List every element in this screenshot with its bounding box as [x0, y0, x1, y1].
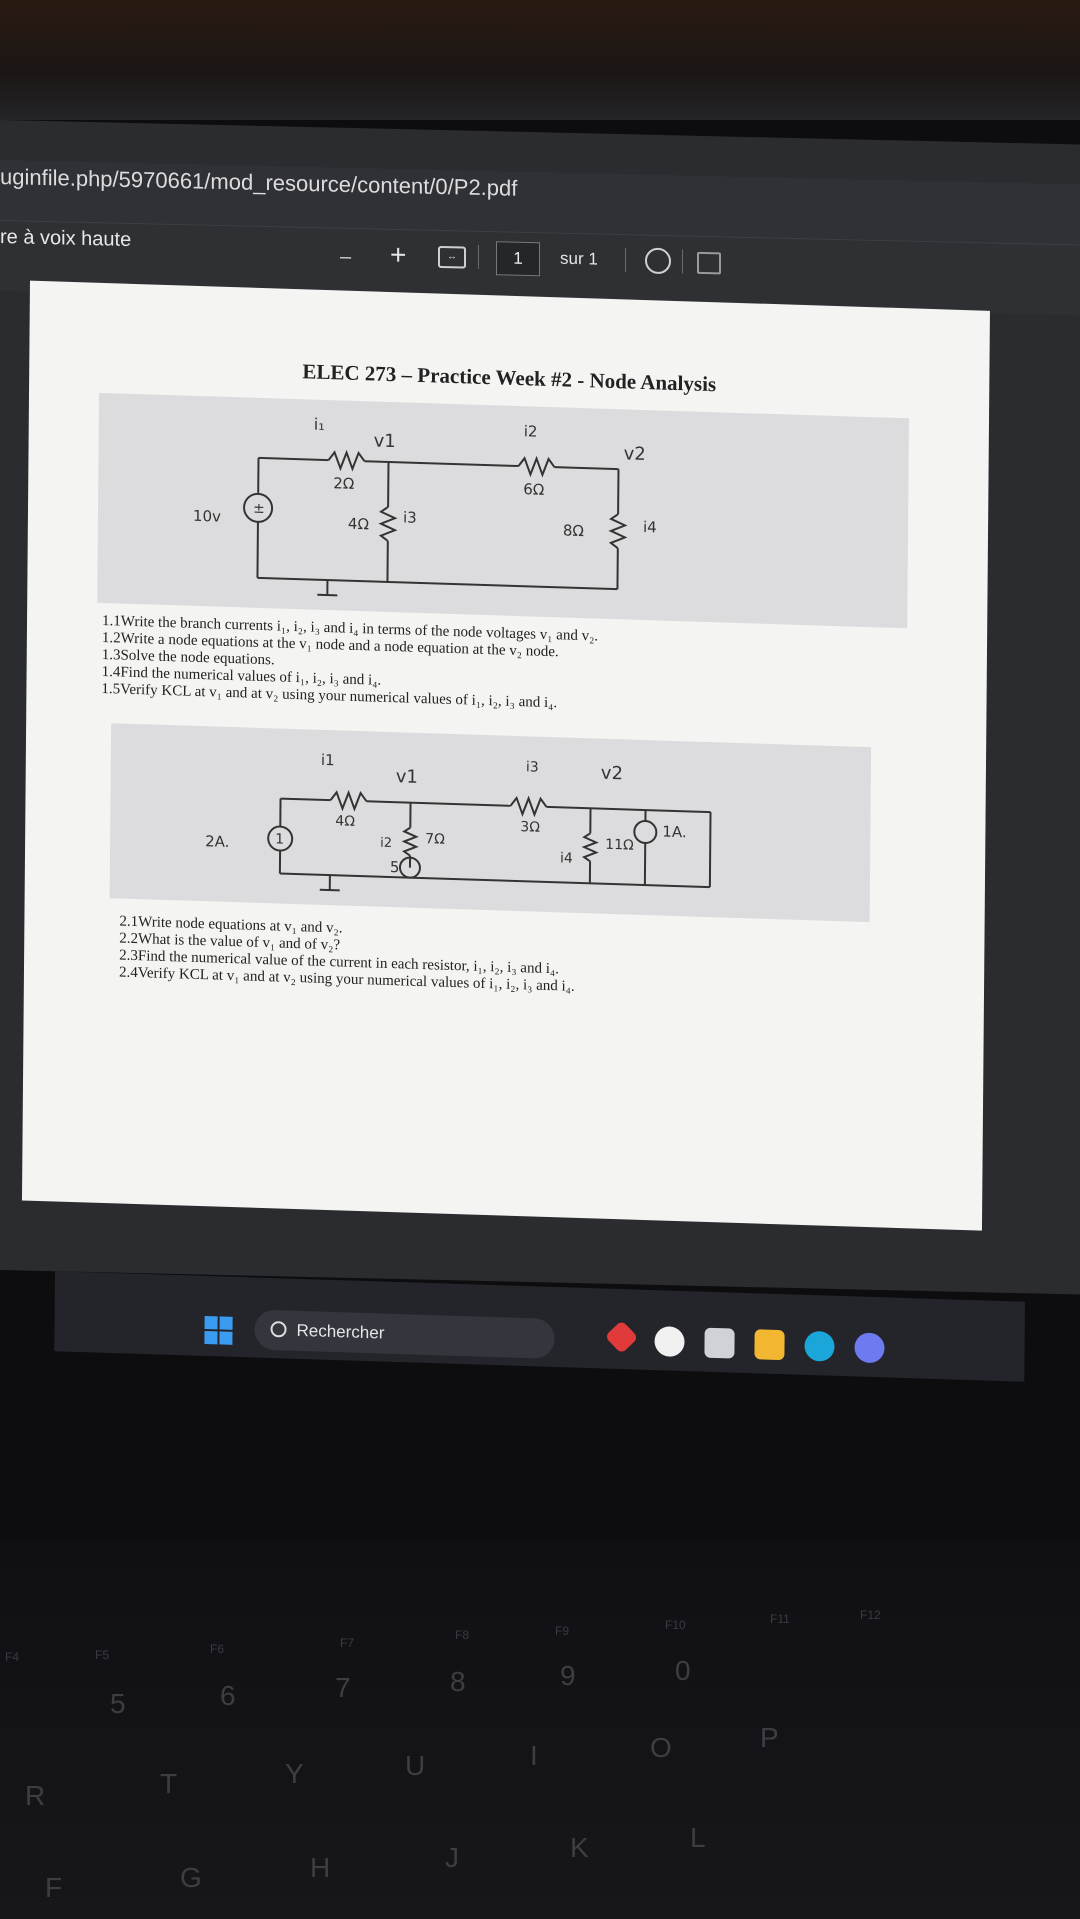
key-f10[interactable]: F10	[665, 1618, 686, 1632]
key-f9[interactable]: F9	[555, 1624, 570, 1638]
c2-source-mid-label: 5	[390, 858, 400, 876]
c2-i1-label: i1	[321, 751, 335, 769]
key-r[interactable]: R	[25, 1780, 46, 1811]
page-view-icon[interactable]	[697, 251, 721, 275]
circuit-2-drawing: 1 2A. i1 4Ω v1 7Ω i2 5 i3 3Ω v2 i4 11Ω 1…	[205, 751, 712, 892]
key-f4[interactable]: F4	[5, 1650, 20, 1664]
c1-v2-label: v2	[624, 443, 646, 465]
search-icon	[270, 1321, 287, 1338]
c1-source-label: 10v	[193, 507, 221, 526]
zoom-in-button[interactable]: +	[390, 238, 407, 271]
c2-r4-label: 11Ω	[605, 837, 634, 854]
key-f7[interactable]: F7	[340, 1636, 355, 1650]
key-u[interactable]: U	[405, 1750, 426, 1781]
app-icon[interactable]	[604, 1320, 639, 1355]
c2-v1-label: v1	[396, 766, 418, 788]
c1-i3-label: i3	[403, 508, 417, 526]
key-g[interactable]: G	[180, 1862, 202, 1893]
c2-v2-label: v2	[601, 763, 623, 785]
key-8[interactable]: 8	[450, 1666, 466, 1697]
key-6[interactable]: 6	[220, 1680, 236, 1711]
c2-r1-label: 4Ω	[335, 813, 355, 830]
c1-r4-label: 8Ω	[563, 521, 584, 540]
key-f12[interactable]: F12	[860, 1608, 881, 1622]
c2-i3-label: i3	[526, 759, 539, 775]
file-explorer-icon[interactable]	[754, 1329, 785, 1361]
voltage-source-sign: ±	[253, 501, 265, 517]
search-placeholder: Rechercher	[296, 1320, 385, 1343]
discord-icon[interactable]	[854, 1332, 885, 1364]
key-f[interactable]: F	[45, 1872, 63, 1903]
taskbar: Rechercher	[54, 1271, 1025, 1382]
keyboard: F4 F5 F6 F7 F8 F9 F10 F11 F12 5 6 7 8 9 …	[0, 1540, 1080, 1919]
monitor-screen: uginfile.php/5970661/mod_resource/conten…	[0, 120, 1080, 1382]
key-l[interactable]: L	[690, 1822, 706, 1853]
c1-r1-label: 2Ω	[333, 474, 354, 493]
fit-page-icon[interactable]: ↔	[438, 245, 466, 269]
key-h[interactable]: H	[310, 1852, 331, 1883]
questions-1: 1.1Write the branch currents i₁, i₂, i₃ …	[101, 613, 598, 714]
questions-2: 2.1Write node equations at v₁ and v₂. 2.…	[119, 914, 575, 996]
edge-icon[interactable]	[804, 1330, 835, 1362]
store-icon[interactable]	[704, 1327, 735, 1359]
c2-current-source-value: 1	[275, 831, 284, 847]
circuit-diagram-2: 1 2A. i1 4Ω v1 7Ω i2 5 i3 3Ω v2 i4 11Ω 1…	[109, 723, 872, 923]
key-f11[interactable]: F11	[770, 1612, 790, 1626]
key-f5[interactable]: F5	[95, 1648, 110, 1662]
background-top	[0, 0, 1080, 120]
key-7[interactable]: 7	[335, 1672, 351, 1703]
windows-start-icon[interactable]	[204, 1315, 233, 1345]
key-y[interactable]: Y	[285, 1758, 304, 1789]
key-o[interactable]: O	[650, 1732, 672, 1763]
key-i[interactable]: I	[530, 1740, 538, 1771]
c1-i2-label: i2	[524, 422, 538, 440]
toolbar-divider	[625, 248, 626, 273]
c1-i1-label: i₁	[314, 415, 325, 434]
circuit-1-drawing: ± 10v i₁ 2Ω v1 i2 6Ω v2 4Ω i3 8Ω i4	[193, 415, 657, 597]
pdf-page: ELEC 273 – Practice Week #2 - Node Analy…	[21, 280, 990, 1231]
zoom-out-button[interactable]: –	[340, 245, 352, 268]
page-number-input[interactable]: 1	[496, 241, 540, 277]
read-aloud-button[interactable]: re à voix haute	[0, 226, 132, 251]
key-p[interactable]: P	[760, 1722, 779, 1753]
c2-r3-label: 3Ω	[520, 819, 540, 836]
key-0[interactable]: 0	[675, 1655, 691, 1686]
key-k[interactable]: K	[570, 1832, 589, 1863]
c2-source-right-label: 1A.	[662, 823, 686, 842]
toolbar-divider	[478, 244, 479, 269]
key-f6[interactable]: F6	[210, 1642, 225, 1656]
c2-i2-label: i2	[380, 836, 392, 851]
toolbar-divider	[682, 249, 683, 274]
key-j[interactable]: J	[445, 1842, 459, 1873]
key-t[interactable]: T	[160, 1768, 178, 1799]
c2-i4-label: i4	[560, 850, 573, 866]
c2-r2-label: 7Ω	[425, 831, 445, 848]
c1-r2-label: 6Ω	[523, 480, 544, 499]
chrome-icon[interactable]	[654, 1326, 685, 1358]
circuit-diagram-1: ± 10v i₁ 2Ω v1 i2 6Ω v2 4Ω i3 8Ω i4	[97, 392, 910, 629]
rotate-icon[interactable]	[645, 247, 671, 275]
c1-v1-label: v1	[374, 430, 396, 452]
c1-i4-label: i4	[643, 518, 657, 536]
page-count: sur 1	[560, 248, 598, 269]
key-5[interactable]: 5	[110, 1688, 126, 1719]
c2-source-left-label: 2A.	[205, 832, 229, 851]
key-f8[interactable]: F8	[455, 1628, 470, 1642]
key-9[interactable]: 9	[560, 1660, 576, 1691]
c1-r3-label: 4Ω	[348, 515, 369, 534]
taskbar-search[interactable]: Rechercher	[254, 1309, 555, 1359]
